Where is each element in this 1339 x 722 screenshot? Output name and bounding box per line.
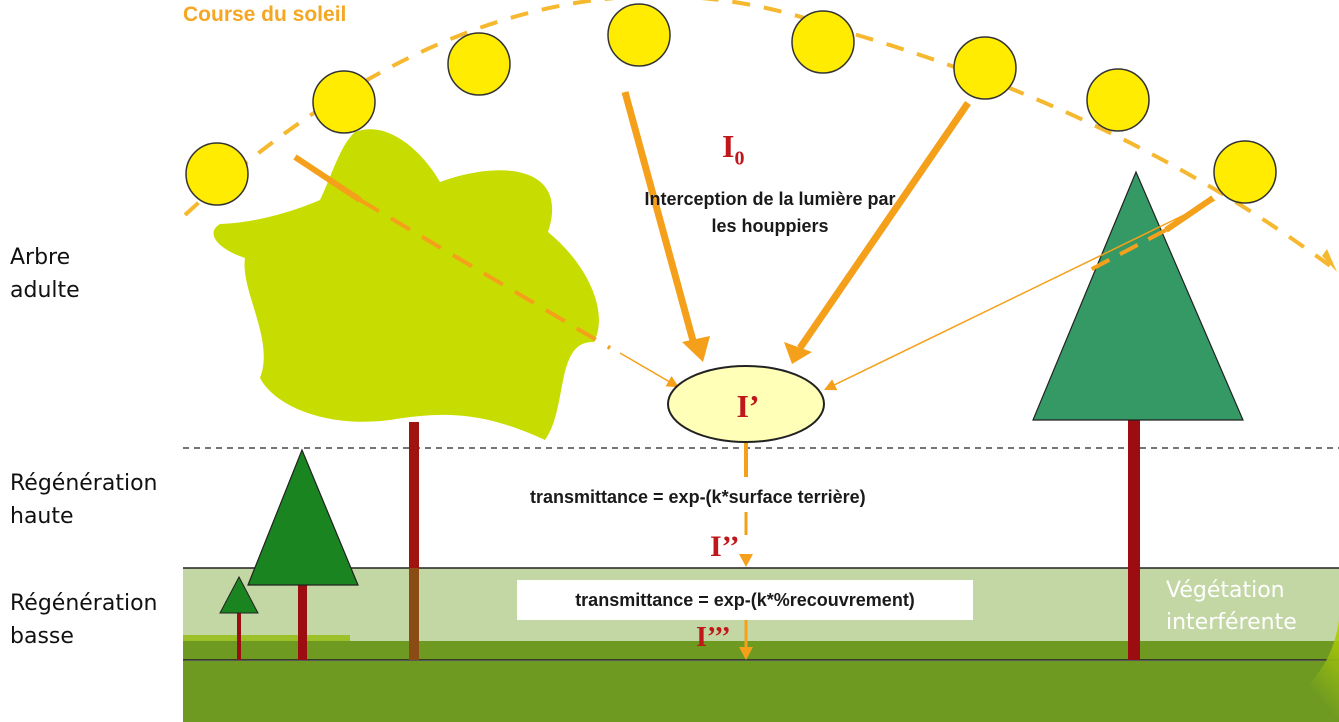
- young-conifer-trunk: [298, 584, 307, 660]
- sun-3: [447, 32, 511, 96]
- interception-caption: Interception de la lumière par les houpp…: [644, 189, 896, 236]
- sun-4: [607, 3, 671, 67]
- conifer-trunk: [1128, 420, 1140, 660]
- thin-arrow-right: [823, 199, 1216, 391]
- label-low-regeneration: Régénération basse: [10, 591, 158, 649]
- ray-high-left-head: [682, 336, 710, 362]
- ray-high-left: [621, 91, 699, 349]
- ground-soil: [183, 661, 1339, 722]
- transmission-head-2: [739, 647, 753, 660]
- ray-low-right: [1164, 195, 1215, 233]
- ray-high-right-head: [784, 342, 812, 364]
- sun-7: [1086, 68, 1150, 132]
- transmittance-low-caption: transmittance = exp-(k*%recouvrement): [517, 580, 973, 620]
- i-prime-label: I’: [736, 388, 760, 424]
- adult-conifer-crown: [1032, 170, 1244, 421]
- label-adult-tree: Arbre adulte: [10, 245, 80, 303]
- ray-high-right: [797, 101, 971, 350]
- sun-path-arrowhead: [1322, 249, 1337, 272]
- interfering-vegetation-label: Végétation interférente: [1166, 578, 1297, 635]
- ray-low-left: [293, 154, 362, 203]
- transmittance-high-caption: transmittance = exp-(k*surface terrière): [530, 487, 866, 507]
- sun-1: [185, 142, 249, 206]
- ground-strip: [183, 641, 1339, 660]
- i-prime-ellipse: [667, 365, 825, 443]
- young-conifer-crown: [247, 448, 359, 586]
- label-high-regeneration: Régénération haute: [10, 471, 158, 529]
- ray-low-right-dashed: [1089, 228, 1167, 272]
- seedling-trunk: [237, 612, 241, 660]
- thin-arrow-left: [619, 352, 679, 388]
- transmission-head-1: [739, 554, 753, 567]
- broadleaf-trunk-lower: [409, 568, 419, 660]
- broadleaf-trunk: [409, 422, 419, 660]
- broadleaf-crown: [213, 129, 599, 440]
- sun-6: [953, 36, 1017, 100]
- sun-path-label: Course du soleil: [183, 3, 347, 26]
- ray-low-left-dashed: [358, 198, 612, 350]
- i-double-prime-label: I’’: [710, 530, 740, 563]
- sun-2: [312, 70, 376, 134]
- sun-8: [1213, 140, 1277, 204]
- left-ground-tuft: [183, 635, 350, 641]
- sun-5: [791, 10, 855, 74]
- i0-label: I0: [722, 128, 745, 170]
- seedling-crown: [219, 575, 259, 614]
- i-triple-prime-label: I’’’: [696, 622, 731, 653]
- ground-corner-glow: [1250, 620, 1339, 722]
